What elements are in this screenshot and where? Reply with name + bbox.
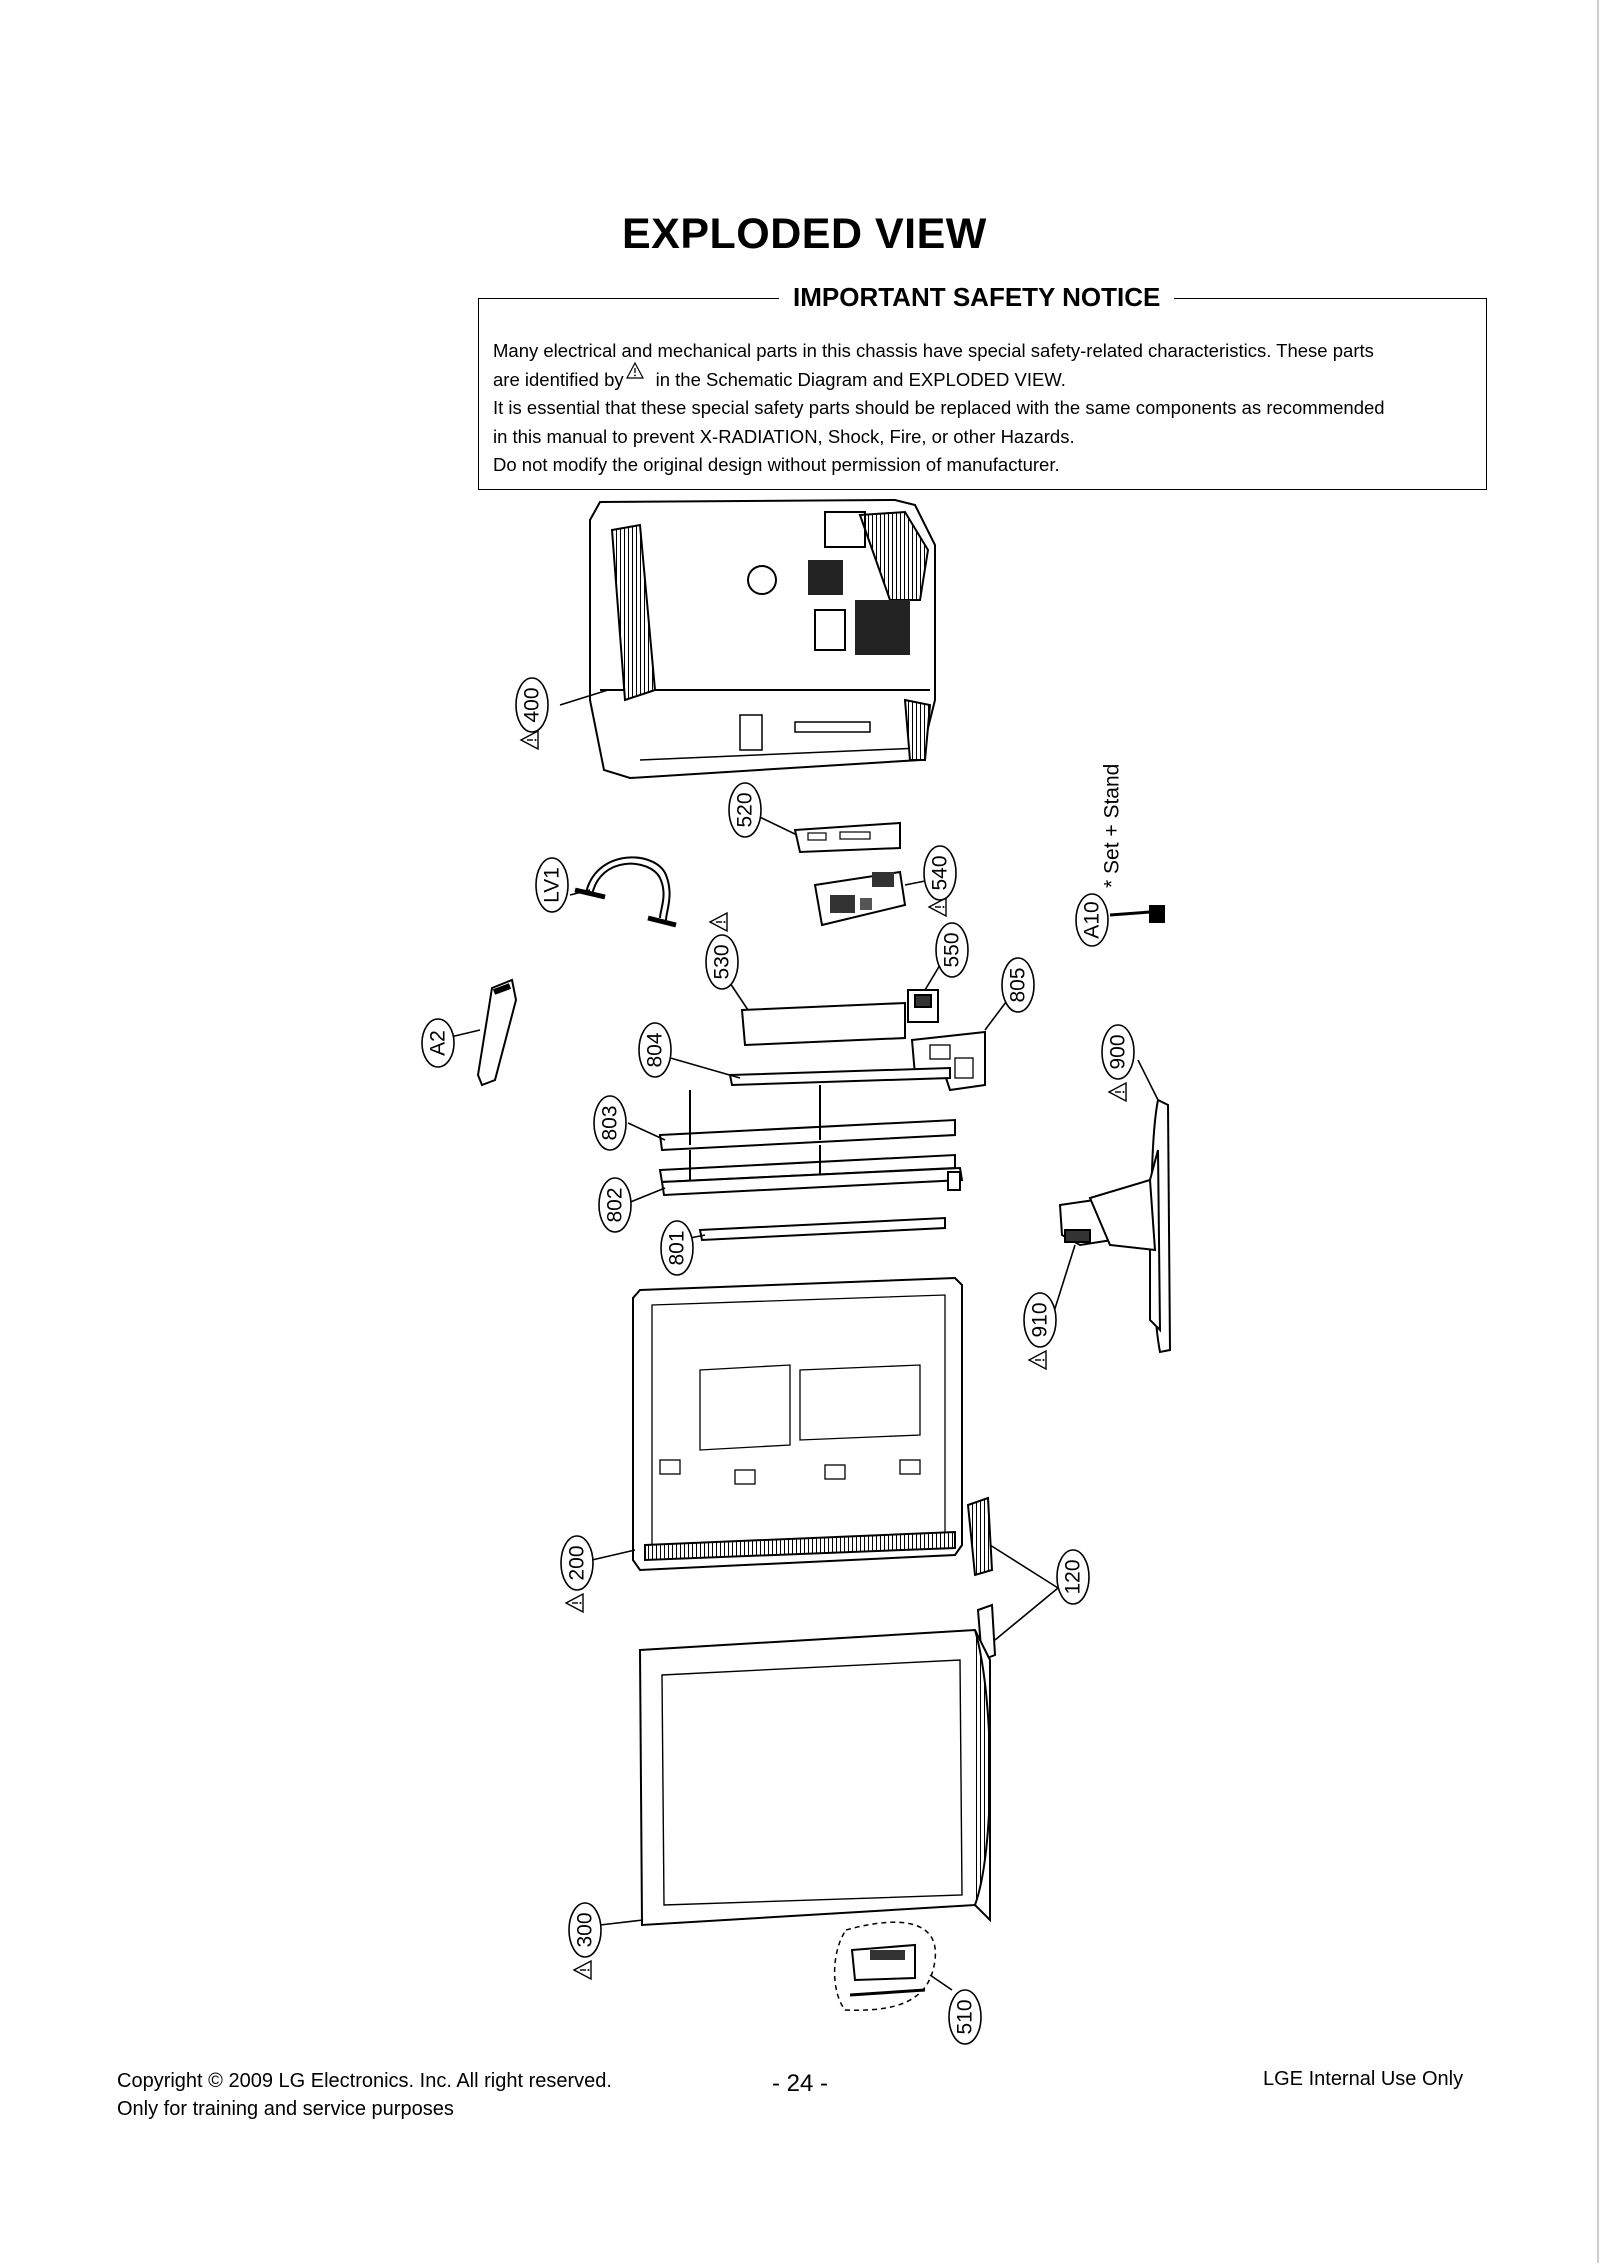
part-540-board (813, 870, 907, 927)
set-stand-note: * Set + Stand (1101, 764, 1124, 888)
part-300-front-bezel (638, 1628, 991, 1927)
warning-icon-910 (1028, 1350, 1047, 1370)
callout-520: 520 (728, 782, 762, 838)
svg-text:900: 900 (1107, 1034, 1130, 1069)
warning-icon-530 (709, 912, 728, 932)
page-title: EXPLODED VIEW (622, 210, 987, 258)
svg-text:200: 200 (566, 1545, 589, 1580)
callout-801: 801 (660, 1220, 694, 1276)
svg-text:804: 804 (644, 1032, 667, 1067)
safety-notice-body: Many electrical and mechanical parts in … (493, 337, 1473, 480)
part-530-module (740, 1001, 906, 1047)
part-lv1-cable (574, 856, 677, 928)
part-804-bar (728, 1066, 951, 1087)
part-802-bar (660, 1166, 964, 1197)
svg-text:A10: A10 (1081, 901, 1104, 938)
svg-text:805: 805 (1007, 967, 1030, 1002)
warning-icon-300 (573, 1960, 592, 1980)
warning-icon-400 (520, 730, 539, 750)
part-805-bracket (910, 1030, 986, 1092)
svg-text:910: 910 (1029, 1302, 1052, 1337)
callout-805: 805 (1001, 957, 1035, 1013)
part-803-frame (658, 1085, 956, 1184)
svg-text:530: 530 (711, 944, 734, 979)
footer-training-note: Only for training and service purposes (117, 2098, 454, 2120)
svg-text:802: 802 (604, 1187, 627, 1222)
callout-510: 510 (948, 1989, 982, 2045)
svg-text:540: 540 (929, 855, 952, 890)
part-550-connector (907, 989, 939, 1023)
svg-text:400: 400 (521, 687, 544, 722)
part-510-ir-module (833, 1921, 937, 2011)
safety-notice-heading: IMPORTANT SAFETY NOTICE (779, 282, 1175, 313)
safety-notice-box: IMPORTANT SAFETY NOTICE Many electrical … (478, 282, 1487, 490)
part-400-back-cover (589, 498, 936, 780)
callout-804: 804 (638, 1022, 672, 1078)
warning-icon-900 (1108, 1082, 1127, 1102)
callout-a2: A2 (421, 1018, 455, 1068)
svg-text:550: 550 (941, 932, 964, 967)
callout-120: 120 (1056, 1549, 1090, 1605)
notice-line-4: in this manual to prevent X-RADIATION, S… (493, 425, 1075, 447)
part-520-bracket (793, 821, 901, 854)
svg-text:120: 120 (1062, 1559, 1085, 1594)
part-200-rear-frame (632, 1276, 963, 1572)
notice-line-2: are identified by in the Schematic Diagra… (493, 361, 1473, 395)
svg-text:300: 300 (574, 1912, 597, 1947)
svg-text:510: 510 (954, 1999, 977, 2034)
notice-line-2a: are identified by (493, 368, 624, 390)
callout-530: 530 (705, 934, 739, 990)
part-900-stand (1149, 1098, 1172, 1354)
callout-803: 803 (593, 1095, 627, 1151)
svg-text:LV1: LV1 (541, 867, 564, 903)
svg-text:A2: A2 (427, 1030, 450, 1056)
part-910-neck (1058, 1178, 1157, 1252)
callout-200: 200 (560, 1535, 594, 1591)
callout-910: 910 (1023, 1292, 1057, 1348)
part-a10-screw (1109, 905, 1165, 923)
warning-icon-540 (928, 897, 947, 917)
footer-page-number: - 24 - (772, 2070, 829, 2097)
callout-900: 900 (1101, 1024, 1135, 1080)
warning-triangle-icon (625, 361, 644, 379)
callout-400: 400 (515, 677, 549, 733)
notice-line-3: It is essential that these special safet… (493, 397, 1385, 418)
callout-550: 550 (935, 922, 969, 978)
callout-802: 802 (598, 1177, 632, 1233)
svg-text:520: 520 (734, 792, 757, 827)
callout-lv1: LV1 (535, 857, 569, 913)
part-a2-stand (476, 978, 518, 1087)
part-801-bar (698, 1216, 946, 1242)
svg-text:* Set + Stand: * Set + Stand (1101, 764, 1124, 888)
callout-540: 540 (923, 845, 957, 901)
svg-text:801: 801 (666, 1230, 689, 1265)
callout-a10: A10 (1075, 893, 1109, 947)
notice-line-1: Many electrical and mechanical parts in … (493, 340, 1374, 361)
notice-line-2b: in the Schematic Diagram and EXPLODED VI… (655, 368, 1066, 390)
callout-300: 300 (568, 1902, 602, 1958)
notice-line-5: Do not modify the original design withou… (493, 454, 1060, 475)
svg-text:803: 803 (599, 1105, 622, 1140)
leader-lines (437, 689, 1159, 1991)
footer-copyright: Copyright © 2009 LG Electronics. Inc. Al… (117, 2070, 612, 2092)
warning-icon-200 (565, 1593, 584, 1613)
footer-internal-use: LGE Internal Use Only (1263, 2068, 1464, 2090)
